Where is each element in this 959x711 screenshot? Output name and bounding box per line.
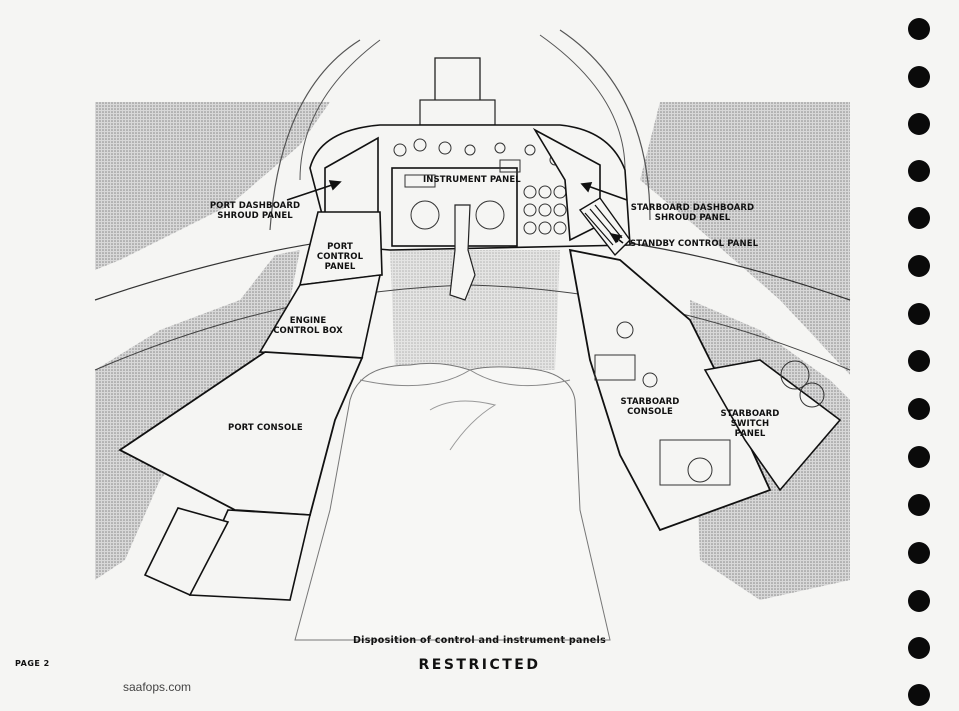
watermark-text: saafops.com: [123, 680, 192, 694]
binding-hole: [908, 160, 930, 182]
port-control-label-line2: CONTROL PANEL: [316, 252, 364, 272]
binding-hole: [908, 113, 930, 135]
binding-hole: [908, 446, 930, 468]
canopy-left-arc-2: [299, 39, 381, 181]
binding-hole: [908, 684, 930, 706]
starboard-console-label: STARBOARD CONSOLE: [620, 397, 680, 417]
port-console-label: PORT CONSOLE: [228, 423, 303, 433]
binding-hole: [908, 494, 930, 516]
starboard-switch-panel: [703, 359, 842, 492]
control-column: [449, 204, 476, 301]
port-dashboard-label-line1: PORT DASHBOARD: [209, 201, 301, 211]
binding-hole: [908, 542, 930, 564]
standby-control-panel-label: STANDBY CONTROL PANEL: [630, 239, 759, 249]
instrument-panel-label: INSTRUMENT PANEL: [423, 175, 521, 185]
canopy-left-arc: [269, 39, 361, 231]
starboard-switch-panel-label: STARBOARD SWITCH PANEL: [720, 409, 780, 439]
starboard-dashboard-shroud-label: STARBOARD DASHBOARD SHROUD PANEL: [630, 203, 755, 223]
binding-hole: [908, 398, 930, 420]
seat: [294, 362, 611, 641]
port-control-panel: [298, 211, 383, 286]
canopy-right-arc-2: [539, 34, 626, 171]
starboard-console-label-line2: CONSOLE: [627, 407, 673, 417]
figure-caption: Disposition of control and instrument pa…: [352, 635, 607, 646]
binding-hole: [908, 303, 930, 325]
binding-hole: [908, 350, 930, 372]
binding-hole: [908, 207, 930, 229]
port-control-panel-label: PORT CONTROL PANEL: [300, 242, 380, 272]
starboard-switch-label-line3: PANEL: [734, 429, 766, 439]
port-dashboard-shroud-label: PORT DASHBOARD SHROUD PANEL: [205, 201, 305, 221]
starboard-console: [568, 248, 772, 532]
classification-marking: RESTRICTED: [418, 657, 541, 673]
binding-hole: [908, 637, 930, 659]
engine-control-box-label: ENGINE CONTROL BOX: [272, 316, 344, 336]
starboard-console-label-line1: STARBOARD: [620, 397, 680, 407]
cockpit-shading: [95, 102, 850, 375]
canopy-right-arc: [559, 29, 651, 221]
starboard-dashboard-label-line2: SHROUD PANEL: [654, 213, 731, 223]
binding-hole: [908, 590, 930, 612]
page-number: PAGE 2: [15, 659, 50, 668]
engine-control-label-line2: CONTROL BOX: [273, 326, 343, 336]
port-control-label-line1: PORT: [327, 242, 353, 252]
binding-hole: [908, 255, 930, 277]
binding-hole: [908, 18, 930, 40]
port-dashboard-label-line2: SHROUD PANEL: [217, 211, 293, 221]
center-shading: [390, 250, 560, 370]
binding-hole: [908, 66, 930, 88]
starboard-dashboard-label-line1: STARBOARD DASHBOARD: [630, 203, 755, 213]
engine-control-label-line1: ENGINE: [289, 316, 327, 326]
starboard-switch-label-line1: STARBOARD: [720, 409, 780, 419]
starboard-switch-label-line2: SWITCH: [730, 419, 770, 429]
port-floor-box: [143, 507, 230, 597]
